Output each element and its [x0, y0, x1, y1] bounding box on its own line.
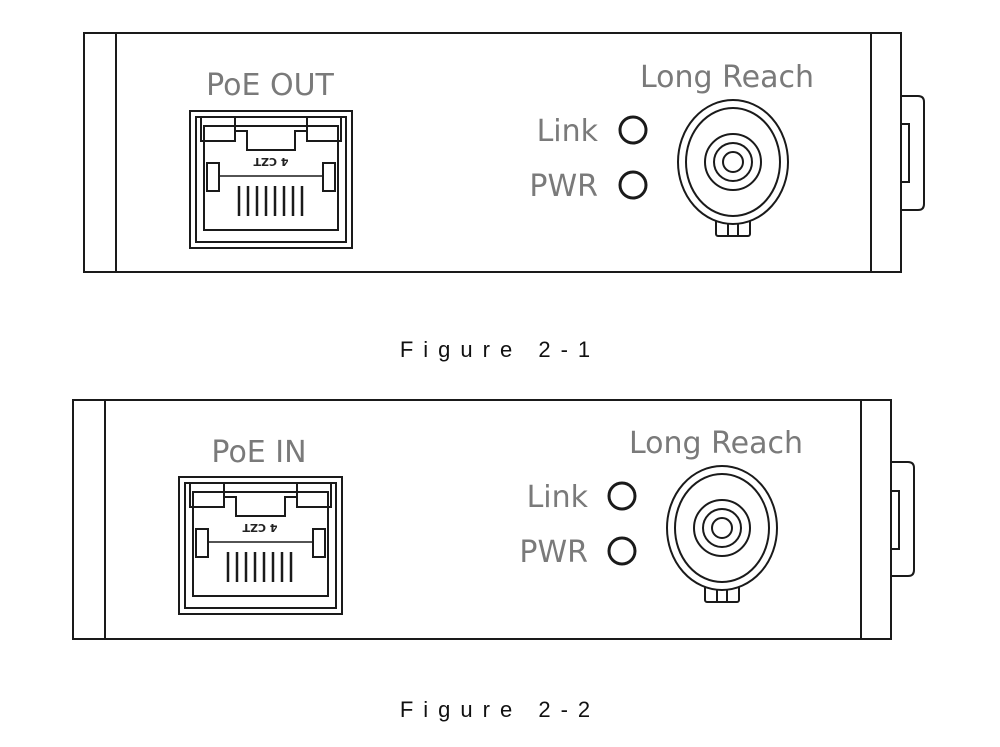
- side-tab: [891, 461, 915, 577]
- figure-caption: Figure 2-1: [399, 337, 601, 362]
- port-label: PoE IN: [211, 435, 306, 470]
- device-panel-figure-2-1: 4 CZT PoE OUT Long Reach Link PWR: [83, 32, 925, 273]
- led-link-label: Link: [537, 114, 599, 149]
- side-tab-slot: [890, 490, 900, 550]
- figure-caption: Figure 2-2: [399, 697, 601, 722]
- led-pwr-label: PWR: [529, 169, 598, 204]
- jack-marking: 4 CZT: [242, 521, 278, 534]
- port-label: PoE OUT: [206, 68, 334, 103]
- connector-label: Long Reach: [629, 426, 803, 461]
- bnc-connector-icon: [666, 465, 778, 603]
- jack-marking: 4 CZT: [253, 155, 289, 168]
- side-tab-slot: [900, 123, 910, 183]
- rj45-port-icon: [189, 110, 353, 249]
- led-pwr-label: PWR: [519, 535, 588, 570]
- side-tab: [901, 95, 925, 211]
- connector-label: Long Reach: [640, 60, 814, 95]
- pwr-led-icon: [618, 170, 648, 200]
- link-led-icon: [607, 481, 637, 511]
- rj45-port-icon: [178, 476, 343, 615]
- led-link-label: Link: [527, 480, 589, 515]
- device-panel-figure-2-2: 4 CZT PoE IN Long Reach Link PWR: [72, 399, 915, 640]
- bnc-connector-icon: [677, 99, 789, 237]
- link-led-icon: [618, 115, 648, 145]
- pwr-led-icon: [607, 536, 637, 566]
